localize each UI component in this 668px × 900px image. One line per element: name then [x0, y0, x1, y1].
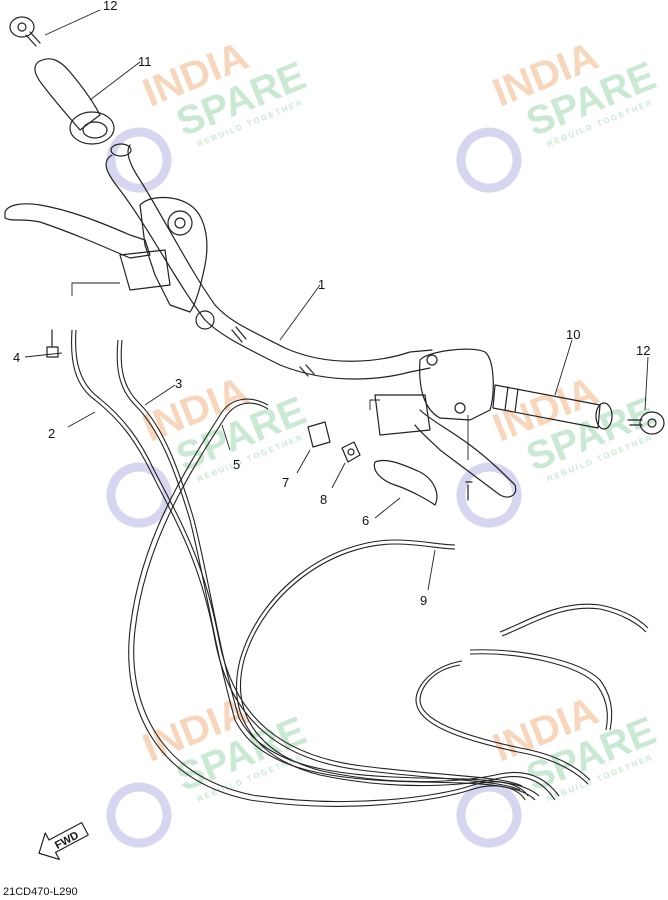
fwd-label: FWD: [53, 829, 81, 851]
callout-2: 2: [48, 426, 55, 441]
callout-12-right: 12: [636, 343, 650, 358]
callout-9: 9: [420, 593, 427, 608]
watermark-top-left: INDIA SPARE REBUILD TOGETHER: [106, 34, 312, 193]
clutch-bracket-outline: [71, 282, 120, 296]
bolt-4: [46, 329, 59, 358]
cable-holder-6: [373, 459, 473, 506]
callout-6: 6: [362, 513, 369, 528]
fwd-arrow-icon: FWD: [38, 822, 89, 861]
callout-4: 4: [13, 350, 20, 365]
throttle-housing: [374, 348, 517, 498]
throttle-cable-b: [128, 398, 529, 807]
watermark-top-right: INDIA SPARE REBUILD TOGETHER: [456, 34, 662, 193]
wrench-logo-icon: [106, 127, 172, 193]
cable-adjuster-7: [307, 421, 331, 448]
callout-3: 3: [175, 376, 182, 391]
bar-end-weight-left: [9, 16, 41, 47]
watermark-mid-left: INDIA SPARE REBUILD TOGETHER: [106, 369, 312, 528]
choke-cable: [236, 539, 560, 801]
callout-10: 10: [566, 327, 580, 342]
wrench-logo-icon: [456, 782, 522, 848]
callout-11: 11: [138, 54, 152, 69]
callout-1: 1: [318, 277, 325, 292]
wrench-logo-icon: [106, 782, 172, 848]
drawing-code: 21CD470-L290: [3, 886, 78, 898]
wrench-logo-icon: [106, 462, 172, 528]
callout-5: 5: [233, 457, 240, 472]
bar-end-weight-right: [627, 411, 665, 435]
clutch-cable: [71, 329, 523, 791]
handlebar: [105, 143, 433, 380]
locknut-8: [341, 441, 361, 463]
wrench-logo-icon: [456, 127, 522, 193]
callout-7: 7: [282, 475, 289, 490]
throttle-cable-a: [116, 339, 540, 801]
throttle-grip: [492, 384, 613, 430]
wrench-logo-icon: [456, 462, 522, 528]
left-grip: [34, 58, 115, 145]
callout-leaders: [24, 9, 649, 591]
throttle-bracket-outline: [369, 399, 380, 410]
callout-8: 8: [320, 492, 327, 507]
carburetor-cable: [415, 603, 649, 785]
clutch-lever-assembly: [4, 196, 215, 330]
callout-numbers: 12 11 1 10 12 4 3 2 5 7 8 6 9: [13, 0, 650, 608]
watermark-layer: INDIA SPARE REBUILD TOGETHER INDIA SPARE…: [106, 34, 662, 848]
callout-12-left: 12: [103, 0, 117, 13]
cable-layer: [71, 329, 649, 807]
watermark-bottom-right: INDIA SPARE REBUILD TOGETHER: [456, 689, 662, 848]
